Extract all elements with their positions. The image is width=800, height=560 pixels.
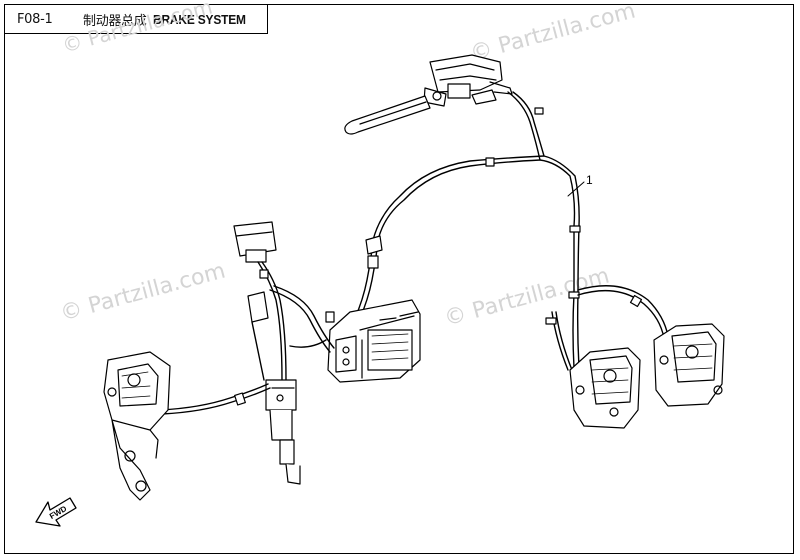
- title-english: BRAKE SYSTEM: [152, 11, 246, 27]
- rear-master-cylinder[interactable]: [247, 261, 301, 485]
- rear-brake-hose[interactable]: [159, 285, 335, 415]
- front-caliper-right[interactable]: [653, 323, 725, 407]
- front-caliper-left[interactable]: [569, 347, 641, 429]
- front-master-cylinder[interactable]: [423, 54, 513, 107]
- callout-number: 1: [586, 173, 593, 187]
- front-brake-lever[interactable]: [344, 95, 431, 135]
- diagram-frame: [4, 4, 794, 554]
- title-block: F08-1 制动器总成 BRAKE SYSTEM: [4, 4, 268, 34]
- rear-reservoir[interactable]: [233, 221, 277, 263]
- rear-caliper[interactable]: [103, 351, 171, 501]
- title-chinese: 制动器总成: [83, 13, 147, 29]
- abs-feed-hose[interactable]: [354, 155, 545, 319]
- fwd-direction-arrow-icon: [35, 497, 77, 527]
- front-brake-hose[interactable]: [507, 91, 669, 371]
- abs-module[interactable]: [327, 299, 421, 383]
- figure-code: F08-1: [17, 11, 53, 27]
